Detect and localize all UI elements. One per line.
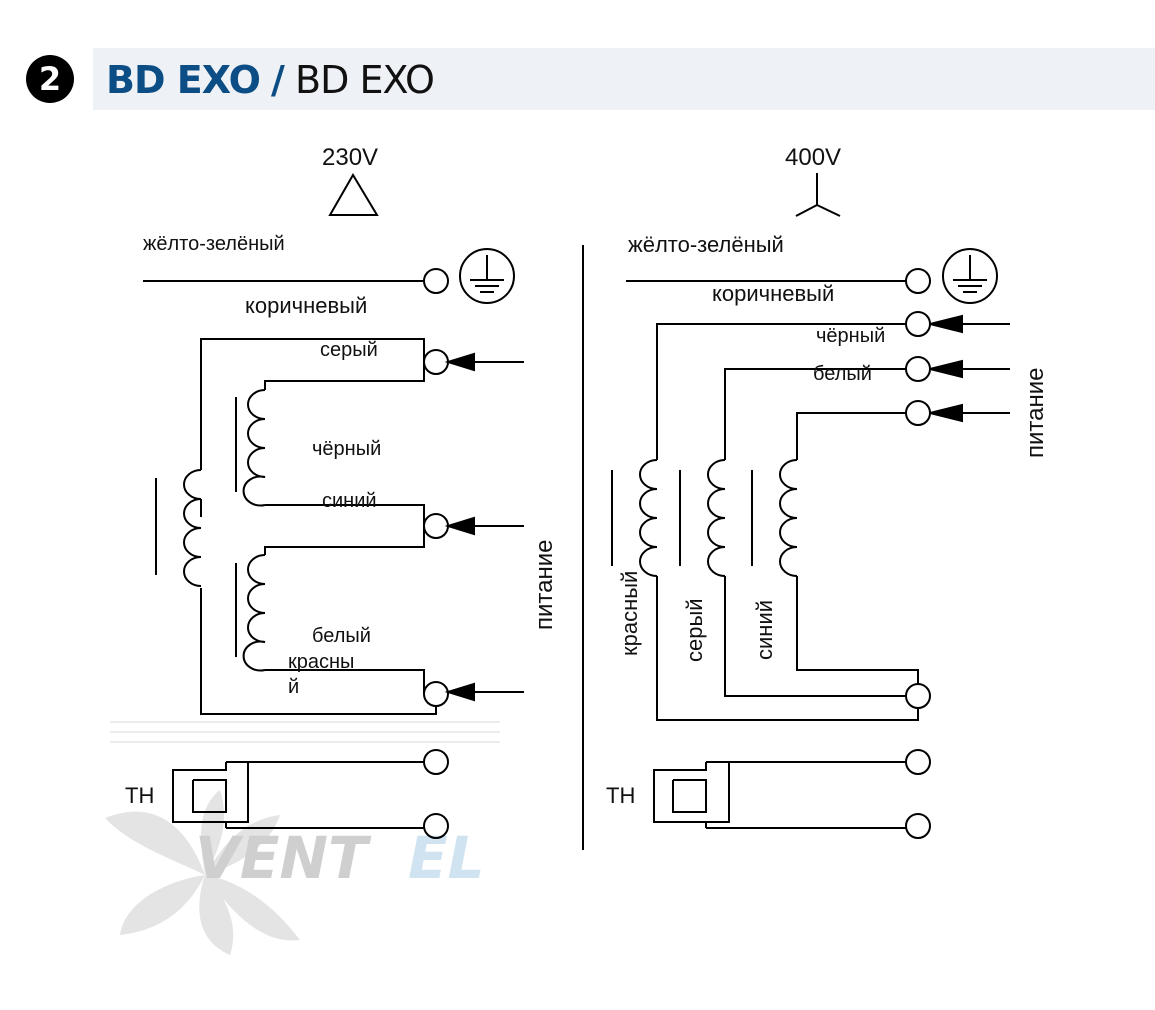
coil-blue-400v	[779, 459, 798, 577]
wire-label-red-230v-line1: красны	[288, 651, 354, 673]
wire-label-brown-400v: коричневый	[712, 281, 834, 306]
star-symbol	[795, 173, 841, 217]
voltage-label-230v: 230V	[322, 144, 378, 171]
watermark-rows	[110, 721, 500, 743]
thermal-label-400v: TH	[606, 783, 635, 808]
thermal-contact-400v	[653, 749, 931, 839]
diagram-400v: 400V жёлто-зелёный коричневый	[606, 144, 1049, 839]
wire-label-red-400v: красный	[617, 571, 642, 656]
wire-label-yellow-green-230v: жёлто-зелёный	[143, 233, 285, 255]
voltage-label-400v: 400V	[785, 144, 841, 171]
wire-label-red-230v-line2: й	[288, 676, 299, 698]
supply-label-230v: питание	[531, 540, 558, 630]
wire-label-black-230v: чёрный	[312, 438, 381, 460]
terminal-th2-400v	[905, 813, 931, 839]
coil-red-400v	[639, 459, 658, 577]
wire-label-white-400v: белый	[813, 363, 872, 385]
wire-label-black-400v: чёрный	[816, 325, 885, 347]
coil-lower-230v	[242, 554, 266, 672]
title-secondary: BD EXO	[295, 58, 435, 102]
coil-upper-230v	[242, 389, 266, 507]
delta-symbol	[328, 173, 379, 216]
terminal-th1-230v	[423, 749, 449, 775]
terminal-ground-230v	[423, 268, 449, 294]
thermal-contact-230v	[172, 749, 449, 839]
terminal-black-400v	[905, 311, 931, 337]
wire-label-white-230v: белый	[312, 625, 371, 647]
diagram-230v: 230V жёлто-зелёный коричневый	[125, 144, 558, 839]
terminal-th2-230v	[423, 813, 449, 839]
header-bar	[93, 48, 1155, 110]
terminal-ground-400v	[905, 268, 931, 294]
terminal-white-230v	[423, 681, 449, 707]
wire-label-blue-230v: синий	[322, 490, 377, 512]
wire-label-yellow-green-400v: жёлто-зелёный	[628, 232, 784, 257]
coil-grey-400v	[707, 459, 726, 577]
terminal-grey-230v	[423, 349, 449, 375]
terminal-white-400v	[905, 356, 931, 382]
watermark-text-light: EL	[408, 824, 485, 892]
page-title: BD EXO / BD EXO	[106, 58, 435, 102]
ground-symbol-icon	[459, 248, 515, 304]
wire-label-brown-230v: коричневый	[245, 293, 367, 318]
step-number-badge: 2	[26, 55, 74, 103]
wire-label-blue-400v: синий	[752, 600, 777, 660]
ventel-watermark: VENT EL	[105, 721, 500, 955]
terminal-star-point-400v	[905, 683, 931, 709]
terminal-blue-230v	[423, 513, 449, 539]
title-primary: BD EXO	[106, 58, 261, 102]
title-separator: /	[271, 58, 285, 102]
thermal-label-230v: TH	[125, 783, 154, 808]
coil-main-230v	[183, 469, 202, 587]
ground-symbol-icon	[942, 248, 998, 304]
terminal-blue-400v	[905, 400, 931, 426]
wire-label-grey-230v: серый	[320, 339, 378, 361]
watermark-text-dark: VENT	[195, 824, 372, 892]
supply-label-400v: питание	[1022, 368, 1049, 458]
wire-label-grey-400v: серый	[682, 598, 707, 662]
terminal-th1-400v	[905, 749, 931, 775]
